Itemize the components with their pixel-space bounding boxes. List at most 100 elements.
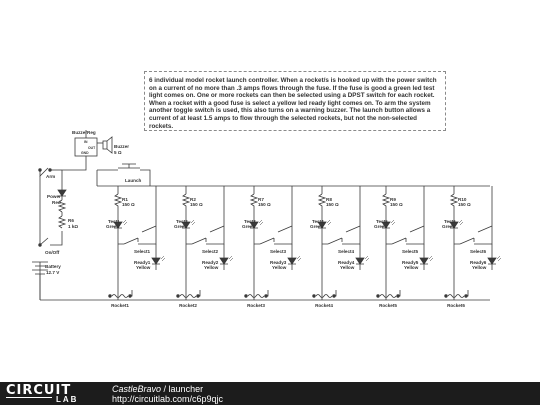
ready-led-label-1: Ready1 — [134, 260, 151, 265]
ready-led-2 — [219, 257, 229, 265]
buzzer-horn — [106, 136, 113, 154]
select-label-4: Select4 — [338, 249, 355, 254]
r6-zigzag — [57, 215, 67, 229]
ready-led-color-1: Yellow — [136, 265, 151, 270]
rocket-fuse-5 — [379, 294, 397, 298]
arm-switch-contact-b — [48, 168, 52, 172]
rocket-label-2: Rocket2 — [179, 303, 197, 308]
test-led-label-4: Test4 — [312, 219, 324, 224]
resistor-value-2: 150 Ω — [190, 202, 203, 207]
resistor-value-6: 150 Ω — [458, 202, 471, 207]
rocket-label-5: Rocket5 — [379, 303, 397, 308]
resistor-3 — [249, 193, 259, 222]
select-switch-3 — [259, 225, 293, 245]
resistor-label-4: R8 — [326, 197, 332, 202]
channel-6 — [444, 186, 493, 300]
select-switch-4 — [327, 225, 361, 245]
buzzer-body — [102, 140, 108, 150]
test-led-color-6: Green — [442, 224, 455, 229]
test-led-color-2: Green — [174, 224, 187, 229]
r6-label: R6 — [68, 218, 74, 223]
onoff-label: On/Off — [45, 250, 60, 255]
channel-2 — [176, 186, 225, 300]
select-switch-2 — [191, 225, 225, 245]
author-link[interactable]: CastleBravo — [112, 384, 162, 394]
resistor-label-2: R2 — [190, 197, 196, 202]
circuit-url-link[interactable]: http://circuitlab.com/c6p9qjc — [112, 394, 224, 404]
test-led-color-3: Green — [242, 224, 255, 229]
resistor-1 — [113, 193, 123, 222]
select-switch-1 — [123, 225, 157, 245]
reg-out-label: OUT — [88, 146, 96, 150]
select-label-3: Select3 — [270, 249, 287, 254]
launch-label: Launch — [125, 178, 142, 183]
ready-led-6 — [487, 257, 497, 265]
ready-led-label-5: Ready5 — [402, 260, 419, 265]
test-led-color-5: Green — [374, 224, 387, 229]
rocket-fuse-1 — [111, 294, 129, 298]
buzzer-label: Buzzer — [114, 144, 129, 149]
ready-led-label-4: Ready4 — [338, 260, 355, 265]
test-led-label-6: Test6 — [444, 219, 456, 224]
rocket-fuse-3 — [247, 294, 265, 298]
buzzer-reg-label: BuzzerReg — [72, 130, 96, 135]
ready-led-label-2: Ready2 — [202, 260, 219, 265]
resistor-6 — [449, 193, 459, 222]
circuitlab-logo[interactable]: CIRCUIT LAB — [6, 384, 96, 404]
rocket-fuse-6 — [447, 294, 465, 298]
logo-wordmark-top: CIRCUIT — [6, 383, 72, 398]
select-switch-6 — [459, 225, 493, 245]
reg-in-label: IN — [84, 140, 88, 144]
rocket-label-4: Rocket4 — [315, 303, 333, 308]
resistor-label-6: R10 — [458, 197, 467, 202]
reg-gnd-label: GND — [81, 151, 89, 155]
ready-led-color-3: Yellow — [272, 265, 287, 270]
test-led-2 — [181, 221, 191, 229]
ready-led-label-6: Ready6 — [470, 260, 487, 265]
select-label-6: Select6 — [470, 249, 487, 254]
battery-label: Battery — [45, 264, 61, 269]
launch-button — [118, 163, 140, 169]
battery-value-label: 12.7 V — [46, 270, 60, 275]
r6-resistor — [57, 199, 67, 213]
footer-bar: CIRCUIT LAB CastleBravo / launcher http:… — [0, 382, 540, 405]
arm-switch-contact-a — [38, 168, 42, 172]
ready-led-label-3: Ready3 — [270, 260, 287, 265]
ready-led-1 — [151, 257, 161, 265]
project-name: launcher — [168, 384, 204, 394]
test-led-6 — [449, 221, 459, 229]
channel-3 — [244, 186, 293, 300]
power-led-color-label: Red — [52, 200, 61, 205]
resistor-value-5: 150 Ω — [390, 202, 403, 207]
test-led-1 — [113, 221, 123, 229]
title-separator: / — [161, 384, 169, 394]
test-led-label-1: Test1 — [108, 219, 120, 224]
logo-wordmark-bottom: LAB — [56, 395, 79, 404]
rocket-fuse-2 — [179, 294, 197, 298]
resistor-5 — [381, 193, 391, 222]
resistor-2 — [181, 193, 191, 222]
ready-led-4 — [355, 257, 365, 265]
buzzer-value-label: 5 Ω — [114, 150, 122, 155]
ready-led-color-5: Yellow — [404, 265, 419, 270]
power-led-label: Power — [47, 194, 61, 199]
resistor-4 — [317, 193, 327, 222]
rocket-label-1: Rocket1 — [111, 303, 129, 308]
ready-led-color-4: Yellow — [340, 265, 355, 270]
ready-led-3 — [287, 257, 297, 265]
ready-led-color-2: Yellow — [204, 265, 219, 270]
select-label-2: Select2 — [202, 249, 219, 254]
resistor-value-3: 150 Ω — [258, 202, 271, 207]
resistor-label-1: R1 — [122, 197, 128, 202]
description-box: 6 individual model rocket launch control… — [144, 71, 446, 131]
rocket-label-6: Rocket6 — [447, 303, 465, 308]
test-led-color-1: Green — [106, 224, 119, 229]
test-led-label-5: Test5 — [376, 219, 388, 224]
channel-1 — [108, 186, 157, 300]
r6-value-label: 1 kΩ — [68, 224, 78, 229]
logo-chip-icon — [6, 397, 52, 404]
test-led-label-3: Test3 — [244, 219, 256, 224]
channel-4 — [312, 186, 361, 300]
resistor-value-1: 150 Ω — [122, 202, 135, 207]
